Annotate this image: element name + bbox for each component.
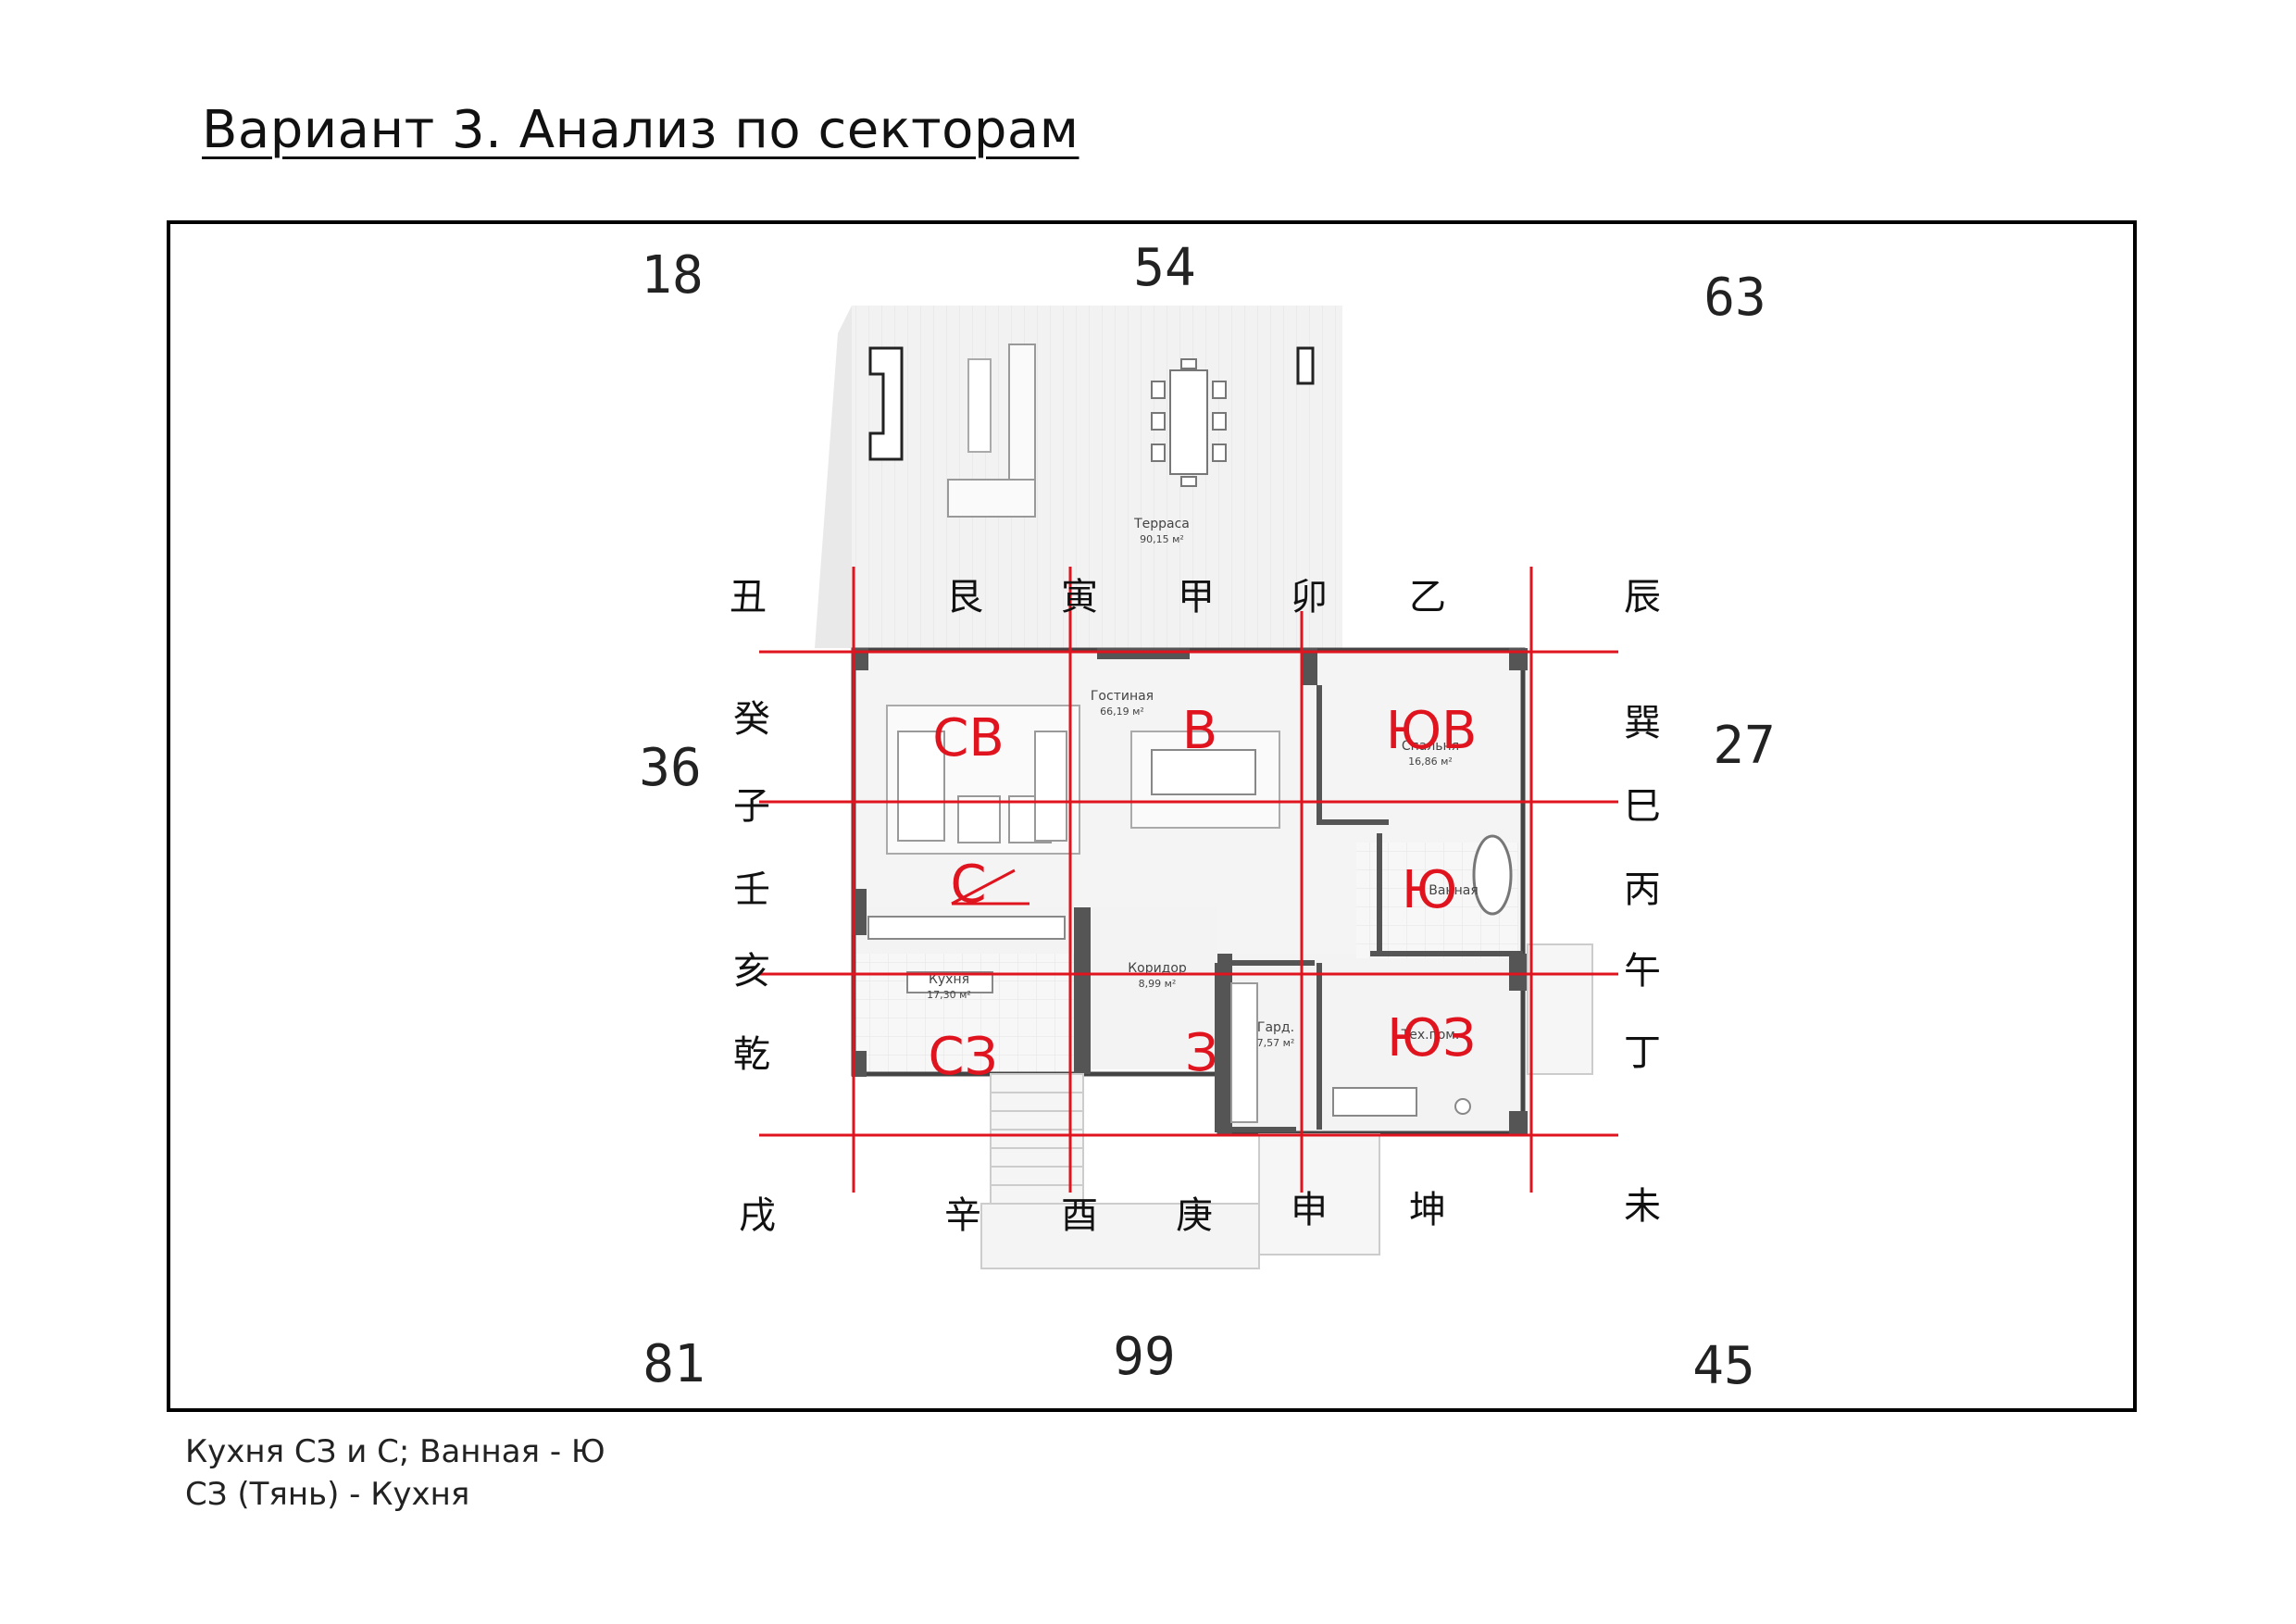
mountain-bottom-4: 庚 bbox=[1176, 1194, 1213, 1237]
mountain-bottom-7: 未 bbox=[1624, 1185, 1661, 1228]
number-bottom-left: 81 bbox=[643, 1334, 705, 1394]
mountain-bottom-5: 申 bbox=[1291, 1189, 1328, 1231]
sector-label-n: С bbox=[950, 855, 986, 915]
compass-needle bbox=[951, 868, 1016, 906]
sector-label-w: З bbox=[1185, 1023, 1218, 1083]
room-wardrobe-area: 7,57 м² bbox=[1257, 1037, 1295, 1049]
room-terrace-name: Терраса bbox=[1133, 517, 1190, 531]
lower-terrace bbox=[980, 943, 1593, 1269]
room-bedroom-name: Спальня bbox=[1402, 739, 1459, 754]
room-labels: Терраса 90,15 м² Гостиная 66,19 м² Спаль… bbox=[927, 517, 1479, 1049]
analysis-notes: Кухня СЗ и С; Ванная - Ю СЗ (Тянь) - Кух… bbox=[185, 1430, 605, 1516]
mountains-top: 丑 艮 寅 甲 卯 乙 辰 bbox=[730, 576, 1661, 618]
number-top-center: 54 bbox=[1133, 238, 1195, 298]
mountain-right-2: 巳 bbox=[1624, 785, 1661, 828]
mountain-left-5: 乾 bbox=[733, 1033, 770, 1076]
mountain-right-5: 丁 bbox=[1624, 1031, 1661, 1074]
mountain-right-3: 丙 bbox=[1624, 868, 1661, 911]
mountain-bottom-6: 坤 bbox=[1409, 1189, 1446, 1231]
sector-label-s: Ю bbox=[1402, 860, 1457, 920]
room-living-area: 66,19 м² bbox=[1100, 706, 1144, 718]
mountain-left-3: 壬 bbox=[733, 868, 770, 911]
terrace-area bbox=[815, 306, 1342, 648]
room-kitchen-name: Кухня bbox=[929, 972, 969, 987]
sector-grid bbox=[759, 567, 1618, 1193]
sector-label-ne: СВ bbox=[932, 708, 1004, 768]
room-tech-name: Тех.пом. bbox=[1401, 1028, 1460, 1043]
room-terrace-area: 90,15 м² bbox=[1140, 533, 1184, 545]
mountain-top-7: 辰 bbox=[1624, 576, 1661, 618]
mountain-top-5: 卯 bbox=[1291, 576, 1328, 618]
mountain-bottom-1: 戌 bbox=[739, 1194, 776, 1237]
sector-label-e: В bbox=[1182, 701, 1217, 761]
mountain-top-2: 艮 bbox=[946, 576, 983, 618]
mountains-left: 癸 子 壬 亥 乾 bbox=[733, 698, 770, 1076]
room-kitchen-area: 17,30 м² bbox=[927, 989, 971, 1001]
mountain-bottom-2: 辛 bbox=[944, 1194, 981, 1237]
sector-label-se: ЮВ bbox=[1386, 701, 1478, 761]
mountains-bottom: 戌 辛 酉 庚 申 坤 未 bbox=[739, 1185, 1661, 1237]
room-bath-name: Ванная bbox=[1429, 883, 1479, 898]
note-line-2: СЗ (Тянь) - Кухня bbox=[185, 1476, 470, 1513]
number-top-right: 63 bbox=[1703, 268, 1766, 328]
mountain-right-4: 午 bbox=[1624, 950, 1661, 993]
number-middle-left: 36 bbox=[639, 738, 701, 798]
mountain-bottom-3: 酉 bbox=[1061, 1194, 1098, 1237]
number-middle-right: 27 bbox=[1713, 716, 1775, 776]
room-living-name: Гостиная bbox=[1091, 689, 1154, 704]
room-corridor-area: 8,99 м² bbox=[1139, 978, 1177, 990]
room-bedroom-area: 16,86 м² bbox=[1408, 756, 1453, 768]
mountain-top-1: 丑 bbox=[730, 576, 767, 618]
mountain-right-1: 巽 bbox=[1624, 702, 1661, 744]
diagram-frame bbox=[167, 220, 2137, 1412]
number-top-left: 18 bbox=[641, 245, 703, 306]
mountain-left-4: 亥 bbox=[733, 950, 770, 993]
number-bottom-right: 45 bbox=[1692, 1336, 1754, 1396]
sector-label-nw: СЗ bbox=[928, 1027, 997, 1087]
mountain-top-6: 乙 bbox=[1409, 576, 1446, 618]
room-wardrobe-name: Гард. bbox=[1257, 1020, 1294, 1035]
page-title: Вариант 3. Анализ по секторам bbox=[202, 100, 1079, 160]
mountain-left-2: 子 bbox=[733, 785, 770, 828]
mountain-top-3: 寅 bbox=[1061, 576, 1098, 618]
number-bottom-center: 99 bbox=[1113, 1327, 1175, 1387]
mountain-left-1: 癸 bbox=[733, 698, 770, 741]
sector-numbers: 18 54 63 36 27 81 99 45 bbox=[639, 238, 1775, 1396]
note-line-1: Кухня СЗ и С; Ванная - Ю bbox=[185, 1433, 605, 1470]
room-corridor-name: Коридор bbox=[1128, 961, 1187, 976]
mountains-right: 巽 巳 丙 午 丁 bbox=[1624, 702, 1661, 1074]
mountain-top-4: 甲 bbox=[1178, 576, 1215, 618]
sector-label-sw: ЮЗ bbox=[1387, 1008, 1476, 1068]
sector-labels: СВ В ЮВ С Ю СЗ З ЮЗ bbox=[928, 701, 1477, 1087]
